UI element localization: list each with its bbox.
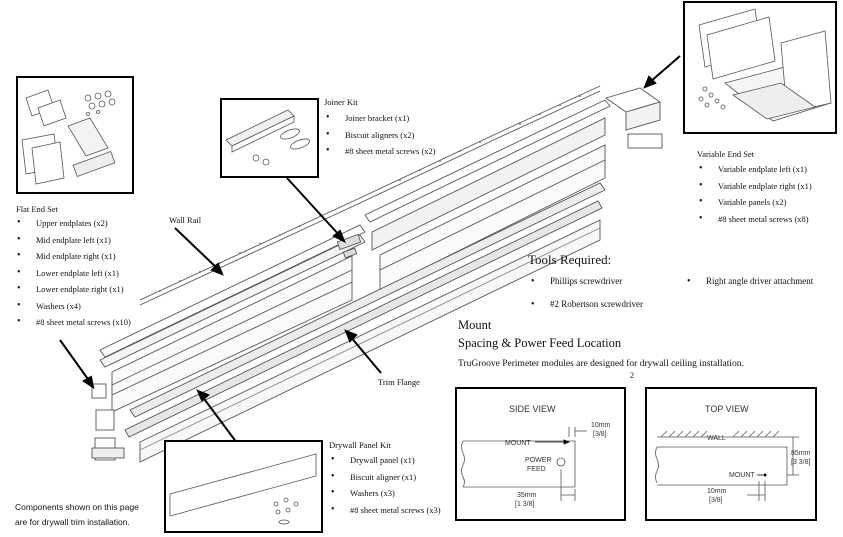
footnote-line: Components shown on this page [15,502,139,512]
footnote: Components shown on this page are for dr… [15,500,139,530]
list-item: Variable panels (x2) [698,194,812,211]
trim-flange-arrow [349,335,382,374]
list-item: Mid endplate left (x1) [16,232,131,249]
joiner-parts-illustration [225,109,310,166]
variable-end-parts-illustration [698,8,832,122]
dimension-label: 10mm [707,488,727,495]
trim-flange [124,182,606,463]
flat-end-set-image [16,76,134,194]
flat-end-set-list: Upper endplates (x2) Mid endplate left (… [16,215,131,331]
list-item: Drywall panel (x1) [330,452,441,469]
variable-end-set-list: Variable endplate left (x1) Variable end… [698,161,812,227]
wall-rail-left [99,224,366,413]
tools-title: Tools Required: [528,252,612,267]
power-feed-label: FEED [527,466,546,473]
list-item: Lower endplate left (x1) [16,265,131,282]
list-item: #8 sheet metal screws (x2) [325,143,436,160]
top-view-drawing: TOP VIEW WALL MOUNT 85mm [3 3/8] 10mm [3… [655,404,811,504]
power-feed-label: POWER [525,457,551,464]
dimension-label: 35mm [517,492,537,499]
variable-end-set-heading: Variable End Set [697,149,755,159]
list-item: #8 sheet metal screws (x8) [698,211,812,228]
side-view-diagram: SIDE VIEW MOUNT POWER FEED 10mm [3/8] 35… [455,387,626,521]
list-item: Biscuit aligners (x2) [325,127,436,144]
tool-item: Right angle driver attachment [684,276,813,287]
flat-end-arrow [59,339,91,383]
list-item: Washers (x4) [16,298,131,315]
list-item: Variable endplate right (x1) [698,178,812,195]
flat-end-set-heading: Flat End Set [16,204,59,214]
wall-rail-arrow [174,227,220,271]
list-item: Biscuit aligner (x1) [330,469,441,486]
flat-end-parts-illustration [21,89,116,185]
joiner-kit-list: Joiner bracket (x1) Biscuit aligners (x2… [325,110,436,160]
side-view-drawing: SIDE VIEW MOUNT POWER FEED 10mm [3/8] 35… [461,404,611,508]
wall-rail-right [364,99,611,291]
mount-intro: TruGroove Perimeter modules are designed… [458,359,744,369]
list-item: #8 sheet metal screws (x10) [16,314,131,331]
list-item: Washers (x3) [330,485,441,502]
list-item: #8 sheet metal screws (x3) [330,502,441,519]
joiner-kit-arrow [286,177,341,237]
variable-end-arrow [649,55,681,83]
wall-rail-label: Wall Rail [169,215,202,225]
mount-title: Mount [458,318,492,332]
top-view-title: TOP VIEW [705,404,749,414]
side-mount-label: MOUNT [505,440,531,447]
top-mount-label: MOUNT [729,472,755,479]
drywall-panel-kit-list: Drywall panel (x1) Biscuit aligner (x1) … [330,452,441,518]
drywall-panel-kit-heading: Drywall Panel Kit [329,440,391,450]
list-item: Variable endplate left (x1) [698,161,812,178]
page-number: 2 [630,371,634,380]
trim-flange-label: Trim Flange [378,377,420,387]
top-view-diagram: TOP VIEW WALL MOUNT 85mm [3 3/8] 10mm [3… [645,387,817,521]
variable-end-set-image [683,1,837,134]
tool-item: #2 Robertson screwdriver [528,299,643,310]
footnote-line: are for drywall trim installation. [15,517,130,527]
joiner-kit-heading: Joiner Kit [324,97,358,107]
drywall-panel-kit-image [164,440,323,533]
joiner-kit-image [220,98,319,178]
dimension-label: 10mm [591,422,611,429]
list-item: Upper endplates (x2) [16,215,131,232]
side-view-title: SIDE VIEW [509,404,556,414]
dimension-label: [1 3/8] [515,501,535,508]
mount-subtitle: Spacing & Power Feed Location [458,336,622,350]
dimension-label: [3/8] [709,497,723,504]
list-item: Joiner bracket (x1) [325,110,436,127]
dimension-label: [3/8] [593,431,607,438]
dimension-label: 85mm [791,450,811,457]
wall-label: WALL [707,435,726,442]
drywall-panel-arrow [201,395,238,444]
tool-item: Phillips screwdriver [528,276,622,287]
list-item: Lower endplate right (x1) [16,281,131,298]
list-item: Mid endplate right (x1) [16,248,131,265]
dimension-label: [3 3/8] [791,459,811,466]
drywall-panel-illustration [169,453,317,525]
